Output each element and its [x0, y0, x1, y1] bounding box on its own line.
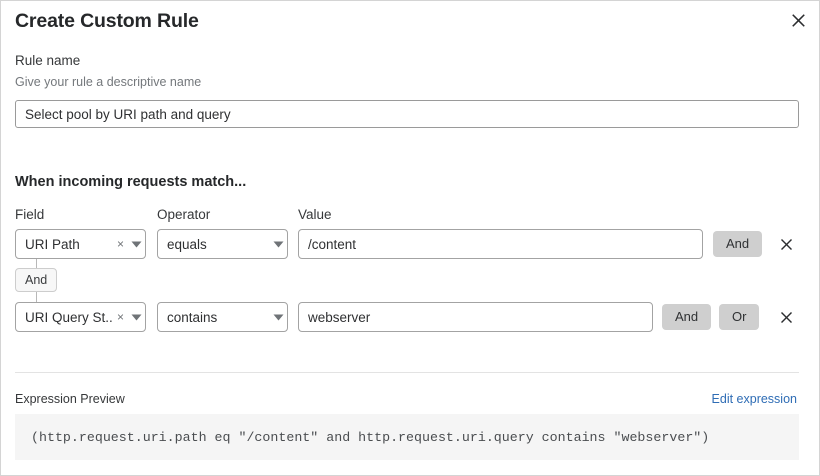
- delete-condition-button-1[interactable]: [774, 232, 798, 256]
- match-section-heading: When incoming requests match...: [15, 174, 247, 190]
- clear-icon[interactable]: ×: [116, 237, 124, 251]
- close-icon: [791, 13, 806, 28]
- delete-icon: [780, 238, 793, 251]
- clear-icon[interactable]: ×: [116, 310, 124, 324]
- operator-select-1[interactable]: equals: [157, 229, 288, 259]
- operator-select-1-value: equals: [167, 236, 207, 252]
- rule-name-help-text: Give your rule a descriptive name: [15, 75, 202, 89]
- edit-expression-link[interactable]: Edit expression: [711, 392, 797, 406]
- column-header-operator: Operator: [157, 207, 211, 222]
- field-select-2-value: URI Query St...: [25, 309, 114, 325]
- condition-connector-and-chip[interactable]: And: [15, 268, 58, 292]
- section-divider: [15, 372, 799, 373]
- rule-name-label: Rule name: [15, 53, 81, 68]
- chevron-down-icon: [127, 241, 145, 248]
- column-header-field: Field: [15, 207, 45, 222]
- operator-select-2[interactable]: contains: [157, 302, 288, 332]
- rule-name-input[interactable]: [15, 100, 799, 128]
- delete-icon: [780, 311, 793, 324]
- value-input-2[interactable]: [298, 302, 653, 332]
- column-header-value: Value: [298, 207, 332, 222]
- expression-preview-box: (http.request.uri.path eq "/content" and…: [15, 414, 799, 460]
- chevron-down-icon: [269, 314, 287, 321]
- expression-preview-code: (http.request.uri.path eq "/content" and…: [31, 429, 710, 445]
- and-button-1[interactable]: And: [713, 231, 763, 257]
- value-input-1[interactable]: [298, 229, 703, 259]
- chevron-down-icon: [269, 241, 287, 248]
- field-select-2[interactable]: URI Query St... ×: [15, 302, 146, 332]
- and-button-2[interactable]: And: [662, 304, 712, 330]
- chevron-down-icon: [127, 314, 145, 321]
- close-button[interactable]: [785, 7, 811, 33]
- field-select-1-value: URI Path: [25, 236, 80, 252]
- field-select-1[interactable]: URI Path ×: [15, 229, 146, 259]
- operator-select-2-value: contains: [167, 309, 218, 325]
- expression-preview-label: Expression Preview: [15, 392, 125, 406]
- dialog-title: Create Custom Rule: [15, 10, 199, 32]
- or-button-2[interactable]: Or: [719, 304, 760, 330]
- delete-condition-button-2[interactable]: [774, 305, 798, 329]
